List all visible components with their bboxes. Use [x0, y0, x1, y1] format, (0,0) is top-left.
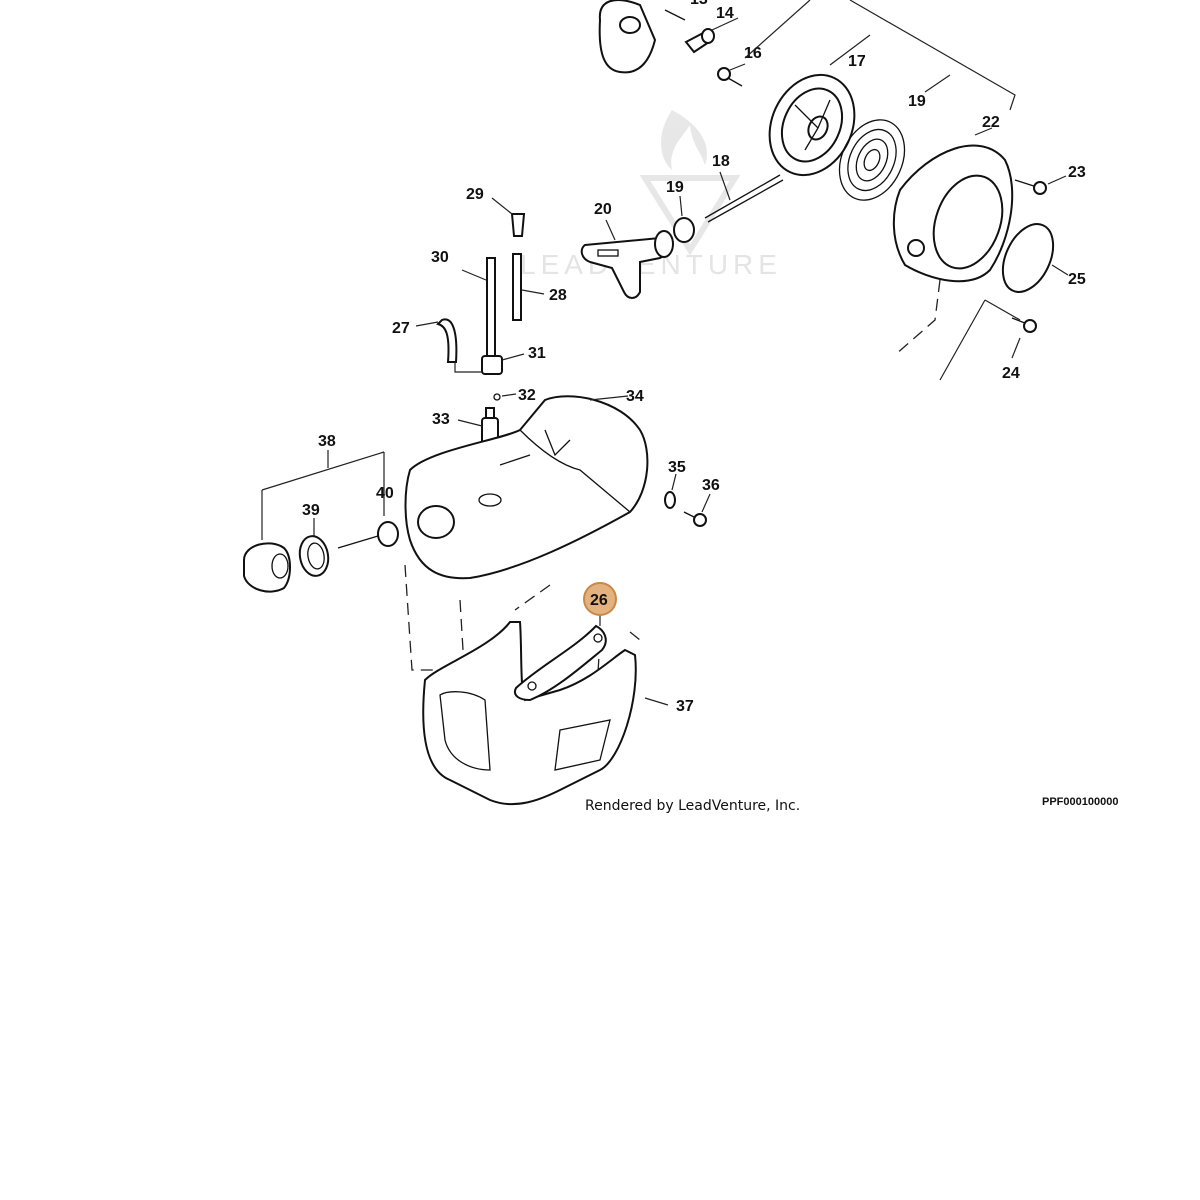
part-19-label: 19 [666, 179, 684, 196]
part-17-label: 17 [848, 53, 866, 70]
part-24-drawing [939, 299, 1037, 381]
part-39-drawing [298, 535, 330, 577]
part-28-label: 34 [626, 388, 644, 405]
part-20-label: 20 [594, 201, 612, 218]
part-35-label: 31 [528, 345, 546, 362]
part-27-label: 37 [676, 698, 694, 715]
part-14-drawing [684, 17, 739, 54]
part-17-drawing [768, 73, 856, 177]
part-35-drawing [454, 353, 525, 375]
part-13-label: 13 [690, 0, 708, 8]
credit-text: Rendered by LeadVenture, Inc. [585, 798, 800, 814]
diagram-code: PPF000100000 [1042, 796, 1118, 808]
part-13-drawing [598, 0, 686, 74]
part-22-drawing [892, 127, 1014, 283]
part-16-label: 16 [744, 45, 762, 62]
part-40-label: 40 [376, 485, 394, 502]
part-21-label: 19 [908, 93, 926, 110]
part-30-label: 36 [702, 477, 720, 494]
part-18-label: 18 [712, 153, 730, 170]
part-34-drawing [461, 257, 496, 359]
part-32-drawing [512, 253, 545, 321]
part-22-label: 22 [982, 114, 1000, 131]
part-20-drawing [580, 219, 674, 299]
part-40-drawing [337, 521, 399, 549]
part-21-drawing [838, 119, 906, 201]
part-26-highlight-circle[interactable] [583, 582, 617, 616]
part-34-label: 30 [431, 249, 449, 266]
part-26-drawing[interactable] [514, 614, 607, 702]
part-38-drawing [243, 542, 291, 593]
part-19-drawing [673, 195, 695, 243]
starter-dashed-line [894, 279, 941, 356]
part-23-label: 23 [1068, 164, 1086, 181]
part-24-label: 24 [1002, 365, 1020, 382]
part-29-drawing [664, 473, 677, 509]
part-32-label: 28 [549, 287, 567, 304]
cap-bracket-lines [261, 450, 385, 540]
top-bracket-lines [744, 0, 1016, 111]
part-29-label: 35 [668, 459, 686, 476]
part-37-label: 33 [432, 411, 450, 428]
part-36-drawing [493, 393, 517, 401]
part-16-drawing [717, 63, 746, 87]
part-26-label[interactable]: 26 [590, 592, 608, 609]
frame-dashed-lines [404, 564, 641, 721]
part-31-drawing [415, 318, 458, 363]
part-36-label: 32 [518, 387, 536, 404]
part-39-label: 39 [302, 502, 320, 519]
part-14-label: 14 [716, 5, 734, 22]
part-33-label: 29 [466, 186, 484, 203]
part-25-label: 25 [1068, 271, 1086, 288]
part-31-label: 27 [392, 320, 410, 337]
part-23-drawing [1014, 175, 1067, 195]
part-28-drawing [404, 395, 649, 580]
part-25-drawing [1001, 223, 1055, 293]
part-27-drawing [422, 621, 669, 806]
part-18-drawing [704, 171, 784, 223]
part-30-drawing [683, 493, 711, 527]
part-33-drawing [491, 197, 526, 237]
part-38-label: 38 [318, 433, 336, 450]
